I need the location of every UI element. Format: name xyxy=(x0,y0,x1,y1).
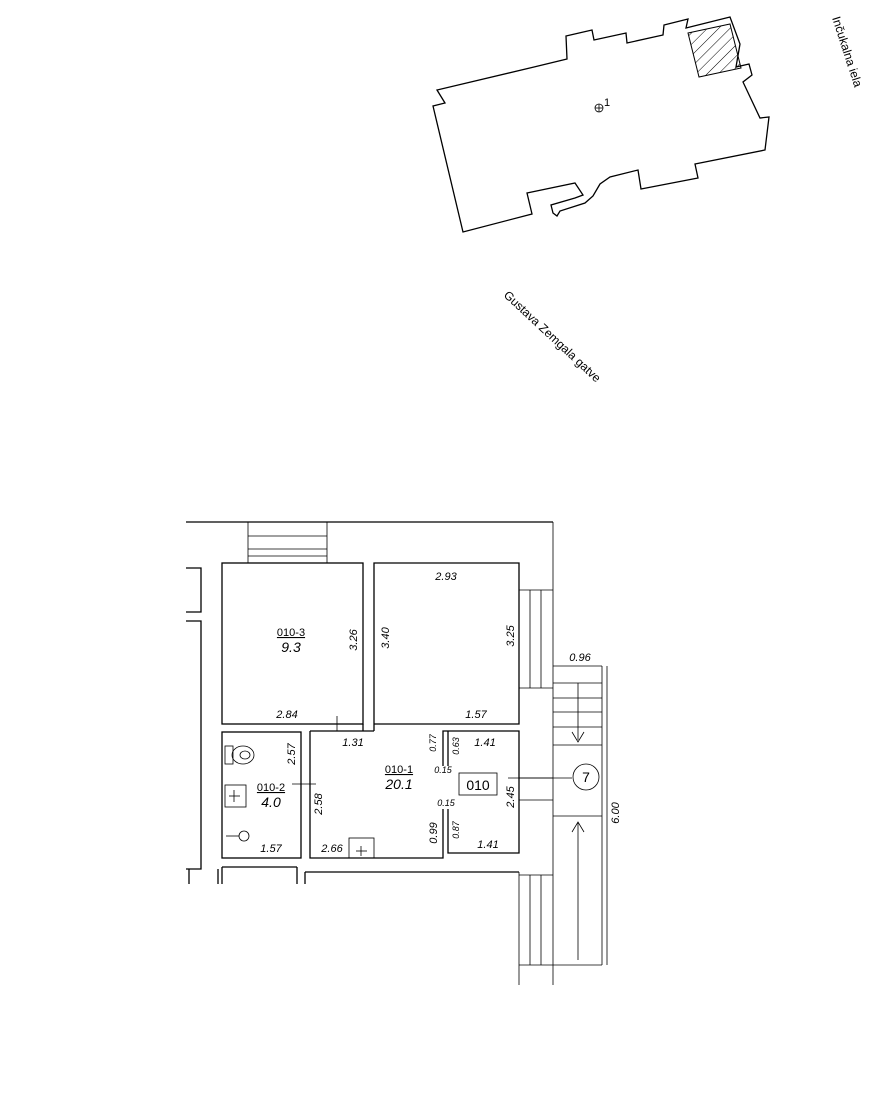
outer-wall-left xyxy=(186,567,219,884)
right-stair-upper xyxy=(519,540,554,985)
room-id-010-3: 010-3 xyxy=(277,627,305,639)
dim-label: 1.57 xyxy=(465,709,487,721)
dim-label: 1.31 xyxy=(342,737,363,749)
entrance-number: 7 xyxy=(582,769,590,785)
right-stair-lower xyxy=(518,872,553,985)
dim-label: 1.41 xyxy=(474,737,495,749)
room-area-010-1: 20.1 xyxy=(384,776,412,792)
dim-label: 1.57 xyxy=(260,843,282,855)
room-area-010-3: 9.3 xyxy=(281,639,301,655)
dim-label: 2.84 xyxy=(275,709,297,721)
room-010-1-upper xyxy=(373,562,520,731)
dim-label: 0.87 xyxy=(451,820,461,839)
room-area-010-2: 4.0 xyxy=(261,794,281,810)
dim-label: 3.25 xyxy=(505,624,517,646)
dim-label: 3.40 xyxy=(380,626,392,648)
building-outline xyxy=(432,16,770,233)
dim-label: 6.00 xyxy=(610,801,622,823)
room-id-010-1: 010-1 xyxy=(385,764,413,776)
dim-label: 2.66 xyxy=(320,843,343,855)
site-plan: 1 Inčukalna iela Gustava Zemgala gatve xyxy=(432,15,865,385)
dim-label: 1.41 xyxy=(477,839,498,851)
floor-plan: 010 7 010-3 9.3 010-2 4.0 010-1 20.1 2.9… xyxy=(186,521,622,985)
street-label-bottom: Gustava Zemgala gatve xyxy=(501,288,604,385)
toilet-icon xyxy=(224,745,255,765)
room-010-3 xyxy=(221,562,364,725)
dim-label: 2.57 xyxy=(286,742,298,765)
dim-label: 0.77 xyxy=(428,733,438,752)
dim-label: 0.96 xyxy=(569,652,591,664)
floor-drain-icon xyxy=(226,830,250,842)
building-marker-label: 1 xyxy=(604,97,610,109)
dim-label: 2.45 xyxy=(505,785,517,808)
entrance-number-circle xyxy=(572,763,600,791)
dim-label: 2.93 xyxy=(434,571,457,583)
upper-stair xyxy=(247,522,328,563)
building-marker: 1 xyxy=(594,97,610,113)
room-id-010-2: 010-2 xyxy=(257,782,285,794)
dim-label: 0.63 xyxy=(451,737,461,755)
dim-label: 2.58 xyxy=(313,792,325,815)
hatched-unit-area xyxy=(687,23,742,78)
room-010-2 xyxy=(221,731,302,859)
radiator-icon xyxy=(348,837,375,859)
unit-label-box xyxy=(458,772,498,796)
dim-label: 3.26 xyxy=(348,628,360,650)
unit-label: 010 xyxy=(466,777,490,793)
dim-label: 0.15 xyxy=(437,798,456,808)
dim-label: 0.99 xyxy=(428,822,440,843)
entrance-landing xyxy=(519,665,608,966)
dim-label: 0.15 xyxy=(434,765,453,775)
sink-icon xyxy=(224,784,247,808)
street-label-right: Inčukalna iela xyxy=(829,15,865,89)
